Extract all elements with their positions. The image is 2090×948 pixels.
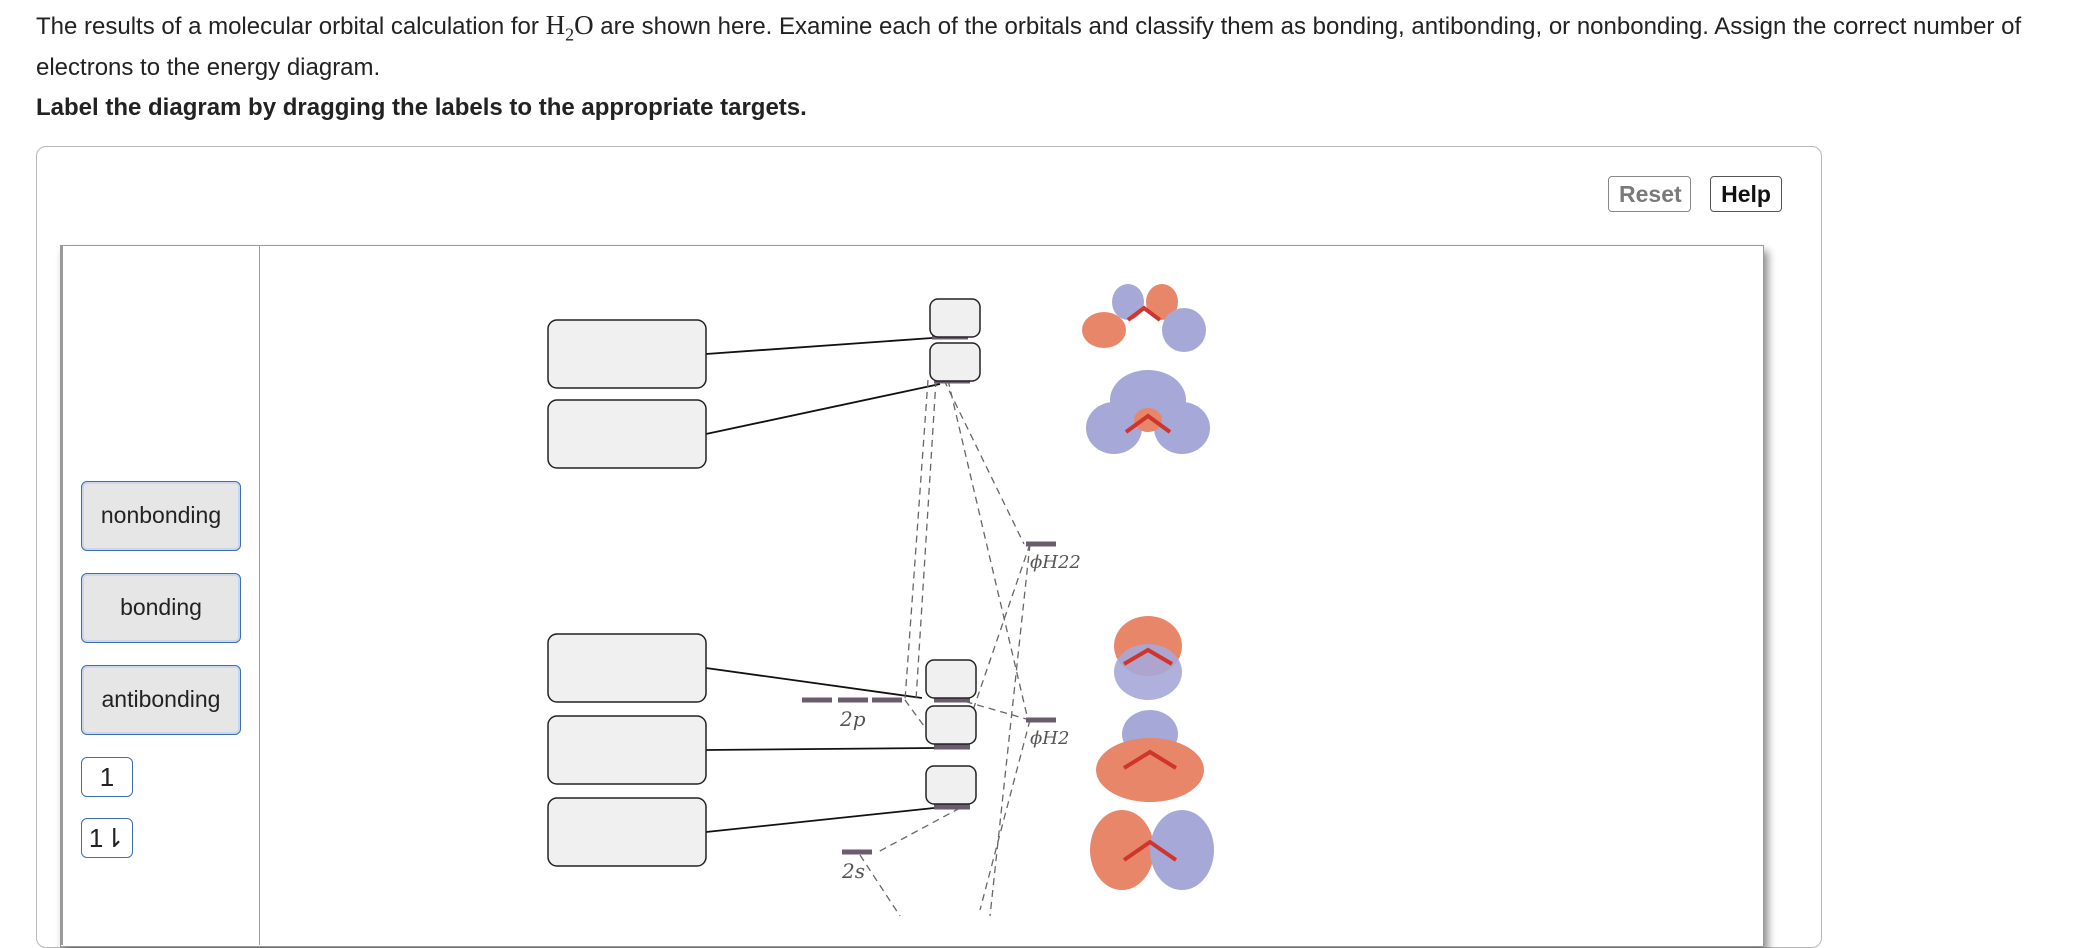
label-antibonding[interactable]: antibonding <box>81 665 241 735</box>
target-leader-lines <box>705 337 941 833</box>
electron-target-3[interactable] <box>925 659 977 699</box>
orbital-image-5 <box>1090 810 1214 890</box>
reset-button[interactable]: Reset <box>1608 176 1691 212</box>
orbital-image-1 <box>1082 284 1206 352</box>
prompt-text-start: The results of a molecular orbital calcu… <box>36 13 546 40</box>
electron-target-1[interactable] <box>929 298 981 338</box>
correlation-lines <box>859 379 1031 916</box>
label-2p: 2p <box>839 707 866 731</box>
molecule-formula: H2O <box>545 10 594 44</box>
classification-target-4[interactable] <box>547 715 707 785</box>
electron-target-2[interactable] <box>929 342 981 382</box>
electron-target-4[interactable] <box>925 705 977 745</box>
question-prompt: The results of a molecular orbital calcu… <box>36 8 2076 85</box>
formula-o: O <box>574 10 594 40</box>
label-phi-h22: ϕH22 <box>1030 552 1081 573</box>
classification-target-5[interactable] <box>547 797 707 867</box>
electron-target-5[interactable] <box>925 765 977 805</box>
classification-target-3[interactable] <box>547 633 707 703</box>
instruction-text: Label the diagram by dragging the labels… <box>36 94 807 121</box>
classification-target-2[interactable] <box>547 399 707 469</box>
label-2s: 2s <box>841 859 865 883</box>
classification-target-1[interactable] <box>547 319 707 389</box>
label-bank <box>60 245 260 945</box>
label-single-electron[interactable]: 1 <box>81 757 133 797</box>
label-nonbonding[interactable]: nonbonding <box>81 481 241 551</box>
orbital-image-2 <box>1086 370 1210 454</box>
formula-subscript: 2 <box>565 24 575 45</box>
mo-energy-diagram: 2p 2s ϕH22 ϕH2 <box>547 284 1214 916</box>
prompt-text-end: are shown here. Examine each of the orbi… <box>36 13 2022 82</box>
label-electron-pair[interactable]: 1⇂ <box>81 818 133 858</box>
orbital-image-3 <box>1114 616 1182 700</box>
help-button[interactable]: Help <box>1710 176 1782 212</box>
orbital-image-4 <box>1096 710 1204 802</box>
label-bonding[interactable]: bonding <box>81 573 241 643</box>
label-phi-h2: ϕH2 <box>1030 728 1069 749</box>
formula-h: H <box>545 10 566 40</box>
